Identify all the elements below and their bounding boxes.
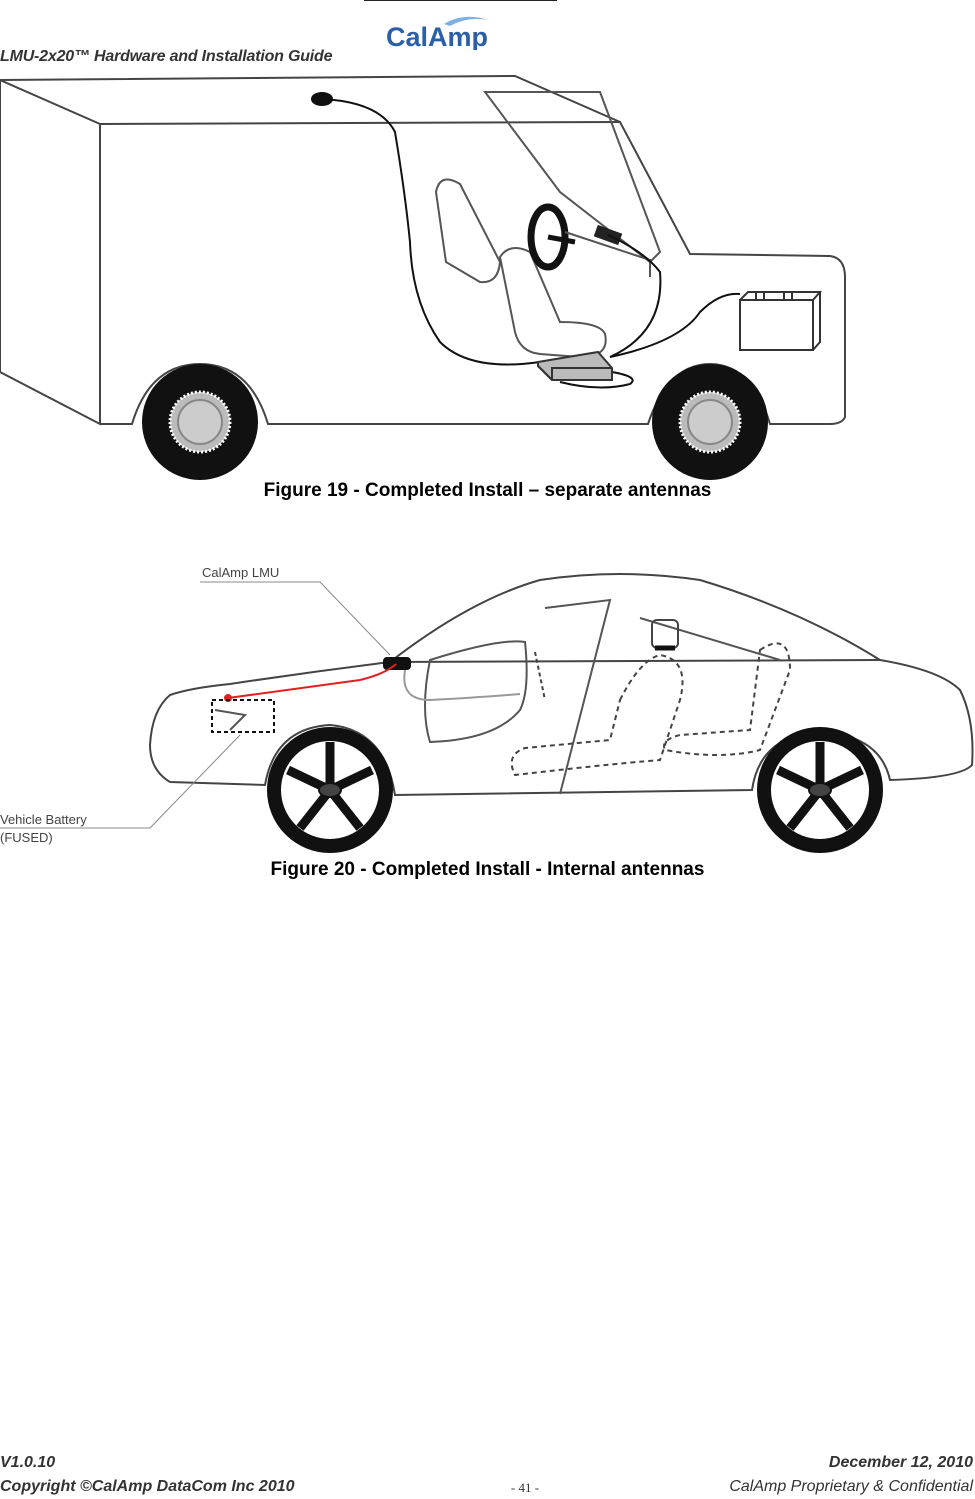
car-front-wheel <box>267 727 393 853</box>
header-rule <box>364 0 557 1</box>
figure-19-caption: Figure 19 - Completed Install – separate… <box>263 480 712 501</box>
driver-seat <box>498 247 607 359</box>
car-rear-wheel <box>757 727 883 853</box>
van-body <box>0 78 101 426</box>
vehicle-battery <box>739 299 814 351</box>
footer-copyright: Copyright ©CalAmp DataCom Inc 2010 <box>0 1478 295 1495</box>
antenna-cable <box>321 98 541 366</box>
battery-location <box>211 699 275 733</box>
guide-title: LMU-2x20™ Hardware and Installation Guid… <box>0 48 333 65</box>
power-wire <box>227 663 397 699</box>
seat-back <box>434 178 502 284</box>
calamp-logo: CalAmp <box>386 16 488 50</box>
figure-20-caption: Figure 20 - Completed Install - Internal… <box>270 859 705 880</box>
label-calamp-lmu: CalAmp LMU <box>202 565 279 580</box>
footer-proprietary: CalAmp Proprietary & Confidential <box>729 1478 973 1495</box>
steering-wheel <box>527 203 569 271</box>
footer-page-number: - 41 - <box>510 1480 540 1495</box>
figure-20-car-illustration: CalAmp LMU Vehicle Battery (FUSED) <box>0 565 974 853</box>
lmu-leader-line <box>200 581 391 656</box>
van-rear-wheel <box>652 364 768 480</box>
footer-version: V1.0.10 <box>0 1454 56 1471</box>
headrest <box>651 619 679 649</box>
label-fused: (FUSED) <box>0 830 53 845</box>
van-front-wheel <box>142 364 258 480</box>
logo-text: CalAmp <box>386 22 488 50</box>
label-vehicle-battery: Vehicle Battery <box>0 812 87 827</box>
footer-date: December 12, 2010 <box>828 1454 973 1471</box>
front-seat <box>510 653 684 777</box>
battery-leader-line <box>0 734 241 829</box>
figure-19-van-illustration <box>0 74 846 480</box>
calamp-lmu-unit <box>383 657 411 670</box>
rear-seat <box>663 642 792 756</box>
